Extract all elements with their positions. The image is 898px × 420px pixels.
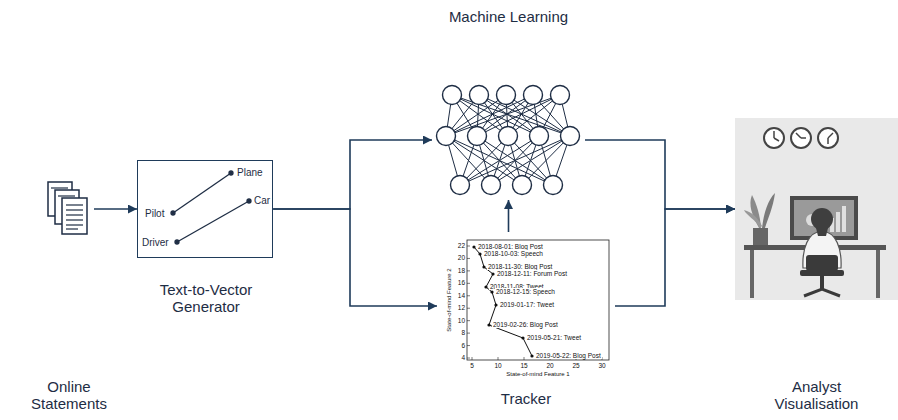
- network-figure: Machine Learning: [432, 80, 585, 200]
- document-source: Online Statements: [44, 180, 94, 242]
- flow-arrow: [94, 208, 137, 210]
- flow-arrow: [615, 209, 735, 306]
- axis-tick-label: 25: [572, 362, 579, 369]
- point-label: 2018-10-03: Speech: [483, 250, 544, 257]
- analyst-figure: Analyst Visualisation: [735, 118, 898, 300]
- analyst-illustration: [735, 118, 898, 300]
- flow-arrow: [585, 140, 735, 209]
- axis-title: State-of-mind Feature 2: [446, 268, 453, 331]
- process-box: Text-to-Vector GeneratorPilotPlaneDriver…: [137, 160, 273, 258]
- documents-icon: [48, 182, 87, 234]
- axis-tick-label: 6: [461, 342, 465, 349]
- point-label: 2019-05-21: Tweet: [526, 334, 582, 341]
- word-vectors: [171, 171, 251, 244]
- flow-arrow: [273, 140, 432, 209]
- axis-tick-label: 10: [494, 362, 501, 369]
- axis-tick-label: 30: [598, 362, 605, 369]
- neural-network: [437, 86, 580, 195]
- tracker-axes: [467, 240, 609, 360]
- flow-arrow: [273, 209, 437, 306]
- axis-title: State-of-mind Feature 1: [506, 371, 569, 378]
- stage-heading: Machine Learning: [429, 8, 589, 25]
- point-label: 2018-12-15: Speech: [495, 288, 556, 295]
- point-label: 2019-01-17: Tweet: [499, 301, 555, 308]
- point-label: 2019-02-26: Blog Post: [492, 321, 559, 328]
- axis-tick-label: 18: [458, 267, 465, 274]
- stage-heading: Online Statements: [14, 378, 124, 413]
- stage-heading: Text-to-Vector Generator: [136, 281, 276, 316]
- word-label: Car: [254, 195, 270, 207]
- flow-arrow: [508, 200, 510, 232]
- word-label: Plane: [237, 167, 263, 179]
- axis-tick-label: 8: [461, 329, 465, 336]
- axis-tick-label: 20: [546, 362, 553, 369]
- axis-tick-label: 5: [470, 362, 474, 369]
- axis-tick-label: 15: [520, 362, 527, 369]
- stage-heading: Analyst Visualisation: [752, 378, 882, 413]
- axis-tick-label: 12: [458, 304, 465, 311]
- tracker-ticks: [467, 246, 602, 360]
- axis-tick-label: 20: [458, 254, 465, 261]
- word-label: Pilot: [145, 208, 164, 220]
- axis-tick-label: 22: [458, 242, 465, 249]
- point-label: 2019-05-22: Blog Post: [535, 352, 602, 359]
- axis-tick-label: 16: [458, 279, 465, 286]
- point-label: 2018-12-11: Forum Post: [496, 270, 568, 277]
- axis-tick-label: 10: [458, 317, 465, 324]
- stage-heading: Tracker: [476, 390, 576, 407]
- axis-tick-label: 4: [461, 354, 465, 361]
- axis-tick-label: 14: [458, 292, 465, 299]
- tracker-plot: Tracker2220181614121086451015202530State…: [437, 232, 615, 380]
- word-label: Driver: [142, 237, 169, 249]
